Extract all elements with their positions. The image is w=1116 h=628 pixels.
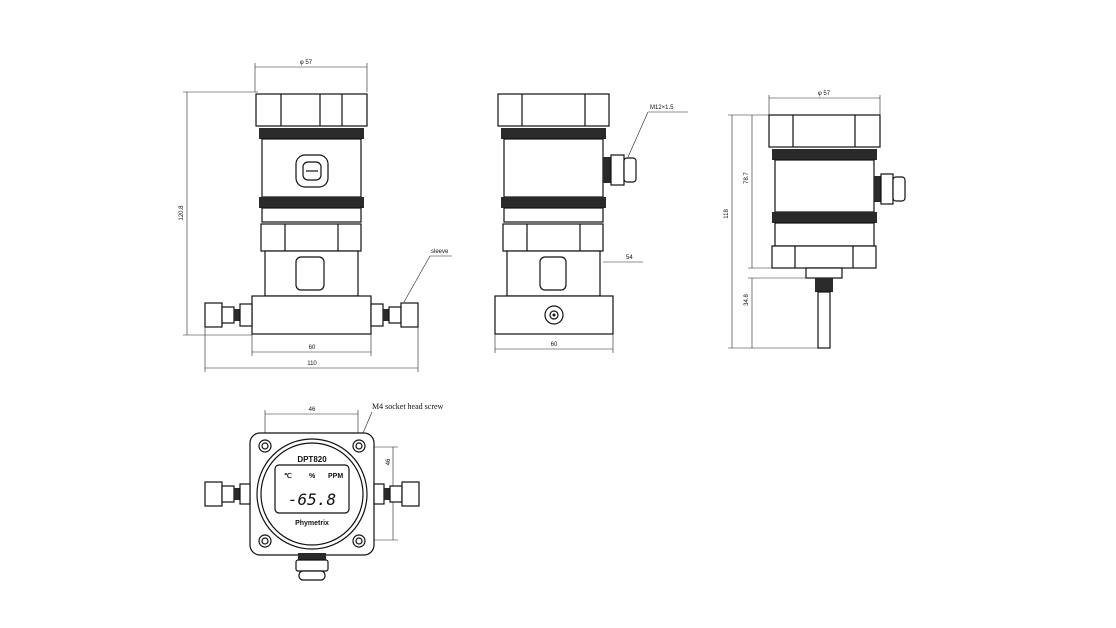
dim-bottom-width: 60 <box>551 342 558 348</box>
display-value: -65.8 <box>288 490 336 509</box>
left-fitting <box>204 302 253 328</box>
right-view: φ 57 118 78.7 34.8 <box>724 91 906 349</box>
top-view: 46 46 M4 socket head screw <box>204 402 444 581</box>
probe <box>817 291 831 349</box>
hex-nut <box>771 245 877 269</box>
right-fitting <box>373 481 420 507</box>
side-view: M12×1.5 54 60 <box>494 93 688 353</box>
front-view: φ 57 <box>179 60 452 372</box>
unit-ppm: PPM <box>328 473 343 480</box>
dim-total-width: 110 <box>307 361 317 367</box>
left-fitting <box>204 481 251 507</box>
base-block <box>251 295 372 335</box>
window <box>295 256 325 291</box>
dim-side-height: 46 <box>386 458 392 465</box>
cable-gland <box>874 173 906 205</box>
probe-thread <box>815 278 833 292</box>
hex-cap <box>255 93 368 127</box>
hex-cap <box>768 114 881 148</box>
dim-height: 120.8 <box>179 205 185 221</box>
dim-top-diameter: φ 57 <box>818 91 831 97</box>
note-sleeve: sleeve <box>431 249 449 255</box>
dim-lower: 34.8 <box>744 294 750 306</box>
lcd <box>274 464 350 514</box>
dim-top-width: 46 <box>309 407 316 413</box>
screw-hole <box>258 534 272 548</box>
dim-top-diameter: φ 57 <box>300 60 313 66</box>
knurl-band-lower <box>259 197 364 208</box>
sensor-body <box>774 159 875 213</box>
screw-hole <box>258 439 272 453</box>
hex-nut <box>260 223 362 252</box>
dim-body-width: 60 <box>309 345 316 351</box>
note-thread: M12×1.5 <box>650 105 674 111</box>
dim-upper: 78.7 <box>744 172 750 184</box>
unit-percent: % <box>309 473 316 480</box>
display-model: DPT820 <box>297 455 327 464</box>
screw-hole <box>352 534 366 548</box>
cable-gland <box>295 553 329 581</box>
unit-celsius: ℃ <box>284 472 292 480</box>
sensor-body <box>503 138 604 198</box>
cable-gland <box>603 154 637 186</box>
hex-cap <box>497 93 610 127</box>
knurl-band-top <box>259 128 364 139</box>
right-fitting <box>370 302 419 328</box>
display-brand: Phymetrix <box>295 520 329 527</box>
note-screw: M4 socket head screw <box>372 402 444 411</box>
screw-hole <box>352 439 366 453</box>
dim-height: 118 <box>724 209 730 219</box>
dim-54: 54 <box>626 255 633 261</box>
